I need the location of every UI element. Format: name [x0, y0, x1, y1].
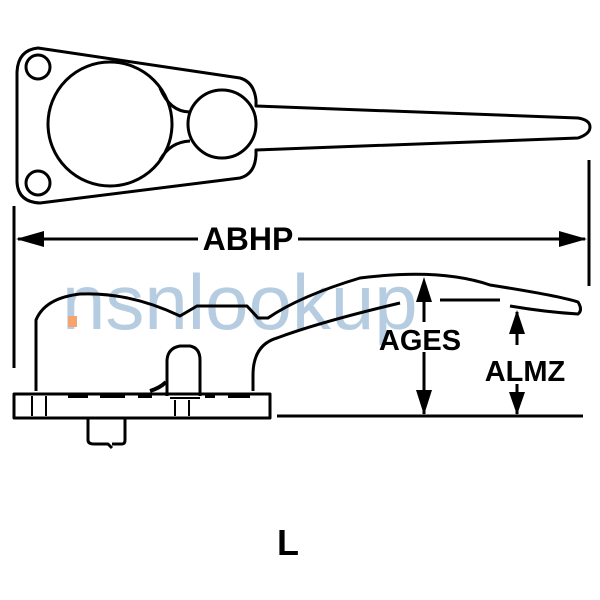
center-boss: [165, 344, 202, 396]
mount-hole-top: [24, 53, 52, 81]
arrow-right-icon: [559, 231, 587, 247]
mount-hole-bottom: [24, 169, 52, 197]
handle-bottom-profile: [251, 301, 401, 391]
arrow-up-icon: [509, 310, 525, 334]
dimension-ages: AGES: [379, 277, 461, 415]
hole-connector-top: [158, 87, 191, 114]
dimension-abhp: ABHP: [16, 221, 587, 257]
dimension-label-almz: ALMZ: [485, 356, 566, 388]
stud: [86, 418, 127, 450]
dimension-almz: ALMZ: [485, 310, 566, 415]
watermark: nsnlookup: [62, 258, 418, 346]
plate-hidden-lines: [68, 394, 250, 399]
arrow-down-icon: [416, 390, 432, 415]
hole-connector-bottom: [158, 139, 191, 161]
top-view: [15, 46, 592, 205]
small-hole: [186, 88, 258, 160]
arrow-up-icon: [416, 277, 432, 302]
boss-fillet: [149, 380, 168, 393]
arrow-down-icon: [509, 392, 525, 415]
arrow-left-icon: [16, 231, 44, 247]
large-hole: [46, 60, 174, 188]
dimension-label-abhp: ABHP: [203, 221, 294, 257]
extension-lines: [12, 160, 591, 368]
style-letter: L: [277, 522, 299, 563]
plate-ticks: [31, 396, 190, 416]
watermark-dot: [68, 316, 77, 327]
top-view-plate-outline: [15, 46, 592, 205]
watermark-text: nsnlookup: [62, 258, 418, 346]
dimension-label-ages: AGES: [379, 325, 461, 357]
side-view: [12, 272, 583, 450]
handle-top-profile: [34, 272, 582, 391]
